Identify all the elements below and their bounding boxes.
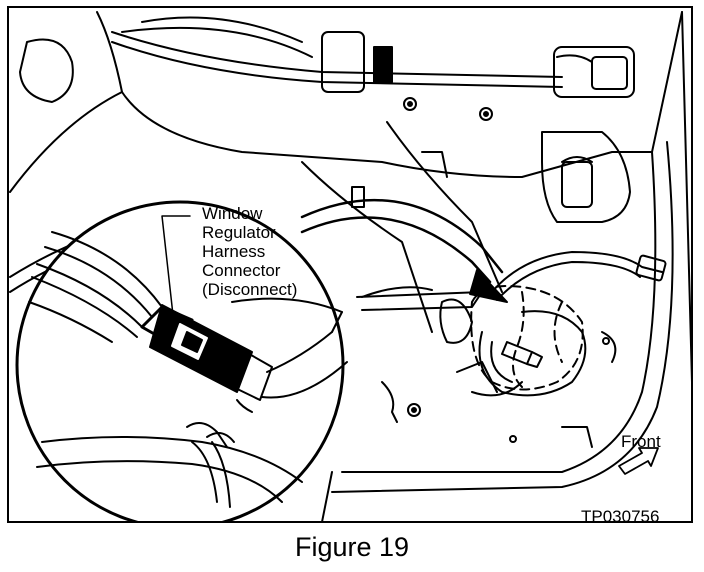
front-arrow-icon: [618, 447, 659, 475]
part-number: TP030756: [581, 507, 660, 523]
harness-cable: [456, 251, 667, 397]
callout-line: Regulator: [202, 223, 276, 242]
callout-leader: [161, 215, 191, 325]
figure-caption: Figure 19: [294, 532, 410, 562]
magnified-detail: [15, 200, 348, 521]
inner-panel-details: [351, 97, 631, 448]
callout-line: (Disconnect): [202, 280, 298, 299]
callout-line: Connector: [202, 261, 281, 280]
regulator-rod: [111, 31, 635, 98]
callout-line: Harness: [202, 242, 266, 261]
detail-location-dashed: [470, 285, 584, 391]
front-label: Front: [621, 432, 661, 451]
door-panel-illustration: [9, 11, 691, 521]
magnification-arrow: [300, 198, 508, 311]
callout-line: Window: [202, 204, 263, 223]
connector-location: [501, 341, 543, 368]
